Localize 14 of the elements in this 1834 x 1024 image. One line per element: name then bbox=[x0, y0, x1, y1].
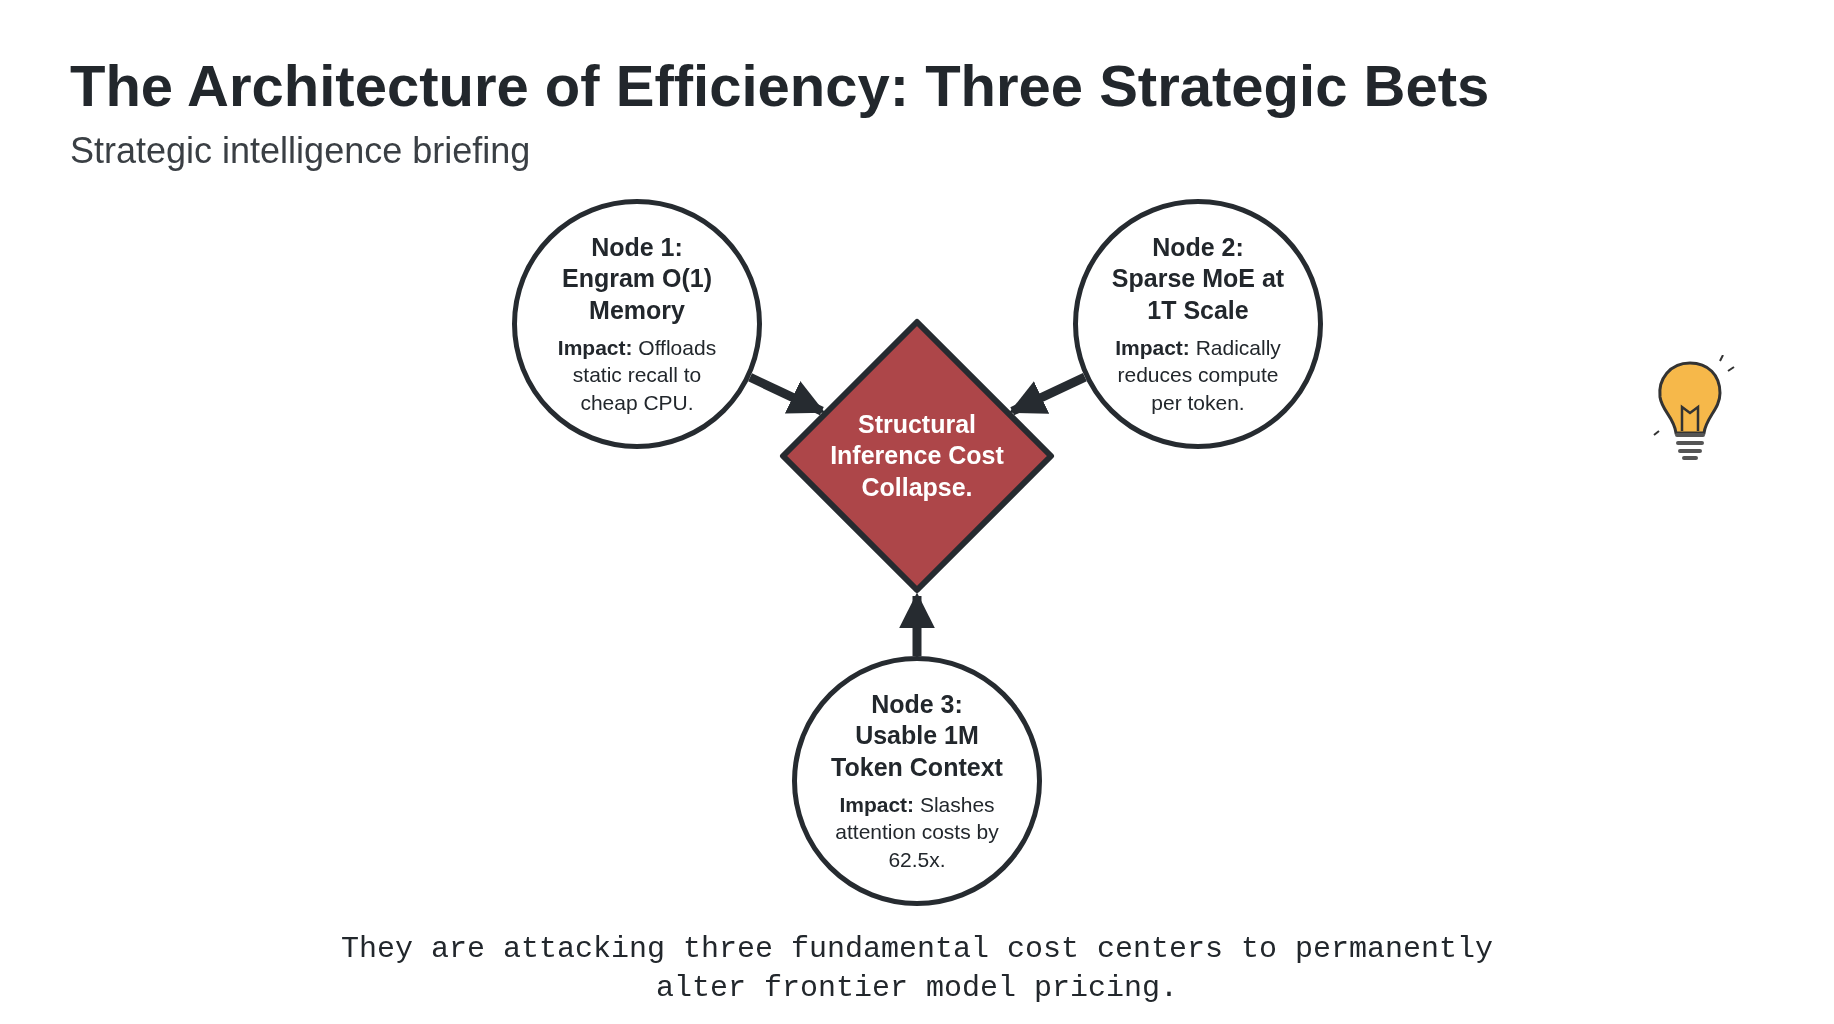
node-title: Node 1: Engram O(1) Memory bbox=[561, 232, 713, 326]
arrow bbox=[748, 373, 826, 416]
title: The Architecture of Efficiency: Three Strategic Bets bbox=[70, 52, 1490, 119]
node-description: Impact: Radically reduces compute per token. bbox=[1114, 334, 1282, 416]
node-title: Node 3: Usable 1M Token Context bbox=[830, 689, 1004, 783]
node-title: Structural Inference Cost Collapse. bbox=[829, 409, 1005, 503]
arrow bbox=[899, 592, 935, 656]
caption: They are attacking three fundamental cost centers to permanently alter frontier model pricing. bbox=[339, 931, 1495, 1007]
node-description: Impact: Slashes attention costs by 62.5x. bbox=[834, 791, 1000, 873]
decision-diamond bbox=[777, 316, 1057, 596]
subtitle: Strategic intelligence briefing bbox=[70, 130, 531, 172]
arrow bbox=[1009, 373, 1087, 416]
node-title: Node 2: Sparse MoE at 1T Scale bbox=[1110, 232, 1286, 326]
node-description: Impact: Offloads static recall to cheap CPU. bbox=[556, 334, 718, 416]
